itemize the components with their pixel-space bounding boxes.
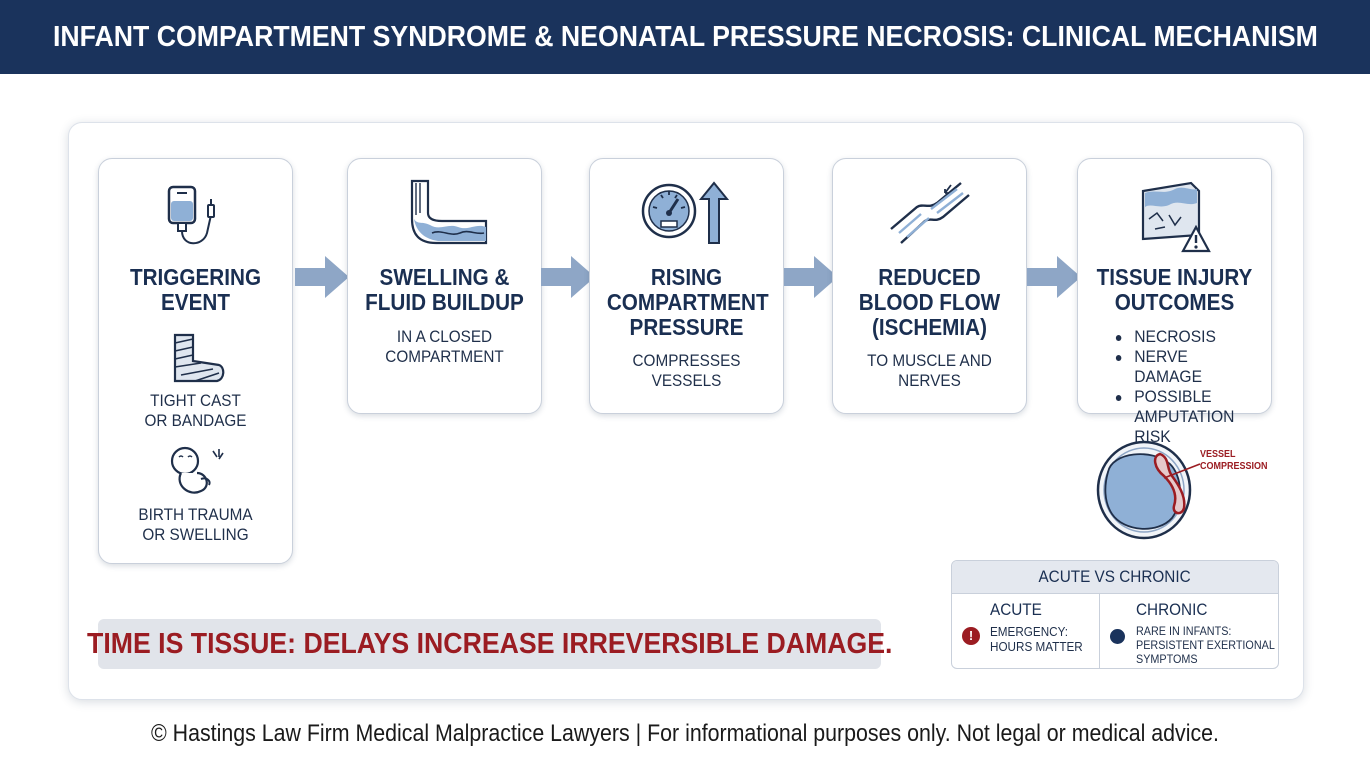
step-subtitle: COMPRESSES VESSELS: [632, 351, 741, 390]
chronic-dot-icon: [1110, 629, 1125, 644]
vessel-compression-diagram-icon: [1096, 440, 1201, 540]
cause-label-birth-trauma: BIRTH TRAUMA OR SWELLING: [138, 505, 253, 544]
step-card-tissue-injury: TISSUE INJURY OUTCOMES NECROSIS NERVE DA…: [1077, 158, 1272, 446]
flow-arrow-icon: [541, 256, 595, 298]
step-title: SWELLING & FLUID BUILDUP: [365, 264, 524, 315]
step-title: RISING COMPARTMENT PRESSURE: [606, 264, 769, 340]
step-card-rising-pressure: RISING COMPARTMENT PRESSURE COMPRESSES V…: [589, 158, 784, 414]
chronic-title: CHRONIC: [1136, 600, 1208, 619]
swollen-limb-icon: [348, 179, 541, 249]
time-is-tissue-banner: TIME IS TISSUE: DELAYS INCREASE IRREVERS…: [87, 619, 892, 669]
list-item: NECROSIS: [1114, 327, 1249, 347]
alert-icon: !: [962, 627, 980, 645]
acute-description: EMERGENCY: HOURS MATTER: [990, 624, 1083, 654]
tissue-warning-icon: [1078, 179, 1271, 253]
infant-icon: [99, 443, 292, 499]
step-title: TRIGGERING EVENT: [129, 264, 262, 315]
acute-title: ACUTE: [990, 600, 1042, 619]
comparison-chronic: CHRONIC RARE IN INFANTS: PERSISTENT EXER…: [1100, 594, 1278, 668]
flow-arrow-icon: [1027, 256, 1081, 298]
step-card-swelling: SWELLING & FLUID BUILDUP IN A CLOSED COM…: [347, 158, 542, 414]
footer-disclaimer: © Hastings Law Firm Medical Malpractice …: [151, 720, 1219, 747]
step-card-reduced-blood-flow: REDUCED BLOOD FLOW (ISCHEMIA) TO MUSCLE …: [832, 158, 1027, 414]
header-bar: INFANT COMPARTMENT SYNDROME & NEONATAL P…: [0, 0, 1370, 74]
comparison-title: ACUTE VS CHRONIC: [952, 561, 1278, 594]
banner-text: TIME IS TISSUE: DELAYS INCREASE IRREVERS…: [86, 627, 893, 660]
step-subtitle: IN A CLOSED COMPARTMENT: [385, 327, 504, 366]
narrowed-vessel-icon: [833, 181, 1026, 247]
cast-bandage-icon: [99, 331, 292, 387]
flow-arrow-icon: [295, 256, 349, 298]
diagram-label: VESSEL COMPRESSION: [1200, 449, 1268, 472]
step-title: TISSUE INJURY OUTCOMES: [1096, 264, 1253, 315]
step-subtitle: TO MUSCLE AND NERVES: [867, 351, 992, 390]
iv-bag-icon: [99, 181, 292, 253]
chronic-description: RARE IN INFANTS: PERSISTENT EXERTIONAL S…: [1136, 624, 1275, 666]
cause-label-cast: TIGHT CAST OR BANDAGE: [144, 391, 247, 430]
list-item: NERVE DAMAGE: [1114, 347, 1249, 387]
outcome-list: NECROSIS NERVE DAMAGE POSSIBLE AMPUTATIO…: [1114, 327, 1249, 447]
comparison-acute: ! ACUTE EMERGENCY: HOURS MATTER: [952, 594, 1100, 668]
step-title: REDUCED BLOOD FLOW (ISCHEMIA): [858, 264, 1001, 340]
acute-vs-chronic-table: ACUTE VS CHRONIC ! ACUTE EMERGENCY: HOUR…: [951, 560, 1279, 669]
step-card-triggering-event: TRIGGERING EVENT TIGHT CAST OR BANDAGE B…: [98, 158, 293, 564]
flow-arrow-icon: [784, 256, 838, 298]
page-title: INFANT COMPARTMENT SYNDROME & NEONATAL P…: [52, 20, 1318, 53]
pressure-gauge-icon: [590, 181, 783, 245]
